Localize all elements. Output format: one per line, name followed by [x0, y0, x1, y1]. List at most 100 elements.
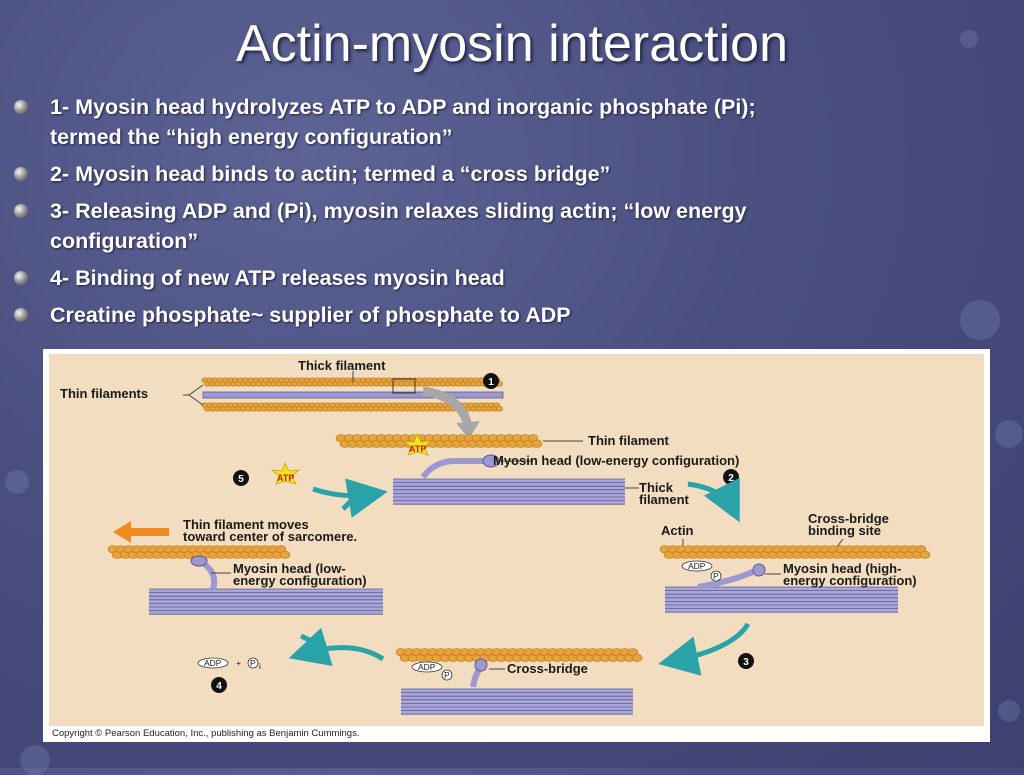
step-badge-3 [738, 653, 754, 669]
step-number-1: 1 [488, 377, 494, 388]
thick-filament-overview [202, 391, 504, 399]
adp-label: ADP [418, 662, 436, 672]
released-products: ADP + P i 4 [197, 657, 261, 693]
bullet-icon [14, 167, 28, 181]
cycle-diagram: Thick filament Thin filaments 1 Thin fil… [49, 354, 984, 726]
movement-arrow-shaft [129, 528, 169, 536]
bullet-text: 4- Binding of new ATP releases myosin he… [50, 266, 505, 290]
zoom-arrow-head [456, 421, 480, 439]
label-head-low-b-2: energy configuration) [233, 573, 367, 588]
adp-oval [411, 661, 443, 673]
step-number-5: 5 [238, 474, 244, 485]
state-low-energy-top: Thin filament ATP Myosin head (low-energ… [335, 433, 739, 507]
label-binding-site: binding site [808, 523, 881, 538]
bullet-item: 4- Binding of new ATP releases myosin he… [14, 263, 914, 293]
bullet-text: 3- Releasing ADP and (Pi), myosin relaxe… [50, 199, 747, 223]
thick-filament-body [665, 587, 898, 613]
bullet-item: 2- Myosin head binds to actin; termed a … [14, 159, 914, 189]
atp-burst-icon [270, 462, 301, 485]
state-high-energy: Actin Cross-bridge binding site ADP P My… [659, 511, 931, 613]
atp-burst-icon [402, 433, 433, 456]
label-cross-bridge: Cross-bridge [507, 661, 588, 676]
background-bubble [998, 700, 1020, 722]
label-head-high-2: energy configuration) [783, 573, 917, 588]
step-number-4: 4 [216, 681, 222, 692]
cycle-arrow-5 [312, 478, 388, 518]
thick-filament-lines [149, 588, 383, 615]
actin-beads-row [395, 648, 643, 662]
plus-sign: + [236, 658, 241, 668]
actin-bead [631, 653, 643, 662]
atp-label: ATP [409, 444, 426, 454]
cycle-arrow-2 [687, 477, 740, 523]
label-thin-filament: Thin filament [588, 433, 670, 448]
step1-overview: Thick filament Thin filaments 1 [60, 358, 504, 439]
pi-circle [247, 657, 259, 669]
cross-bridge-cycle-figure: Thick filament Thin filaments 1 Thin fil… [43, 349, 990, 742]
thick-filament-lines [665, 586, 898, 613]
bullet-text: 1- Myosin head hydrolyzes ATP to ADP and… [50, 95, 756, 119]
step-number-2: 2 [728, 473, 734, 484]
bullet-icon [14, 271, 28, 285]
slide-title: Actin-myosin interaction [236, 15, 788, 73]
adp-label: ADP [204, 658, 222, 668]
background-bubble [960, 30, 978, 48]
pi-label: P [713, 571, 719, 581]
cycle-arrow-5-branch [341, 487, 365, 511]
step-badge-5 [233, 470, 249, 486]
actin-beads-row [107, 545, 291, 559]
myosin-head [474, 658, 488, 672]
step-badge-1 [483, 373, 499, 389]
actin-bead [531, 439, 543, 448]
background-bubble [20, 745, 50, 775]
label-actin: Actin [661, 523, 694, 538]
adp-label: ADP [688, 561, 706, 571]
bullet-text: configuration” [50, 229, 199, 253]
myosin-neck [201, 560, 218, 590]
background-bubble [960, 300, 1000, 340]
cycle-arrow-4-branch [299, 633, 320, 647]
adp-oval [197, 657, 229, 669]
label-thick-filament: Thick filament [298, 358, 386, 373]
label-head-low-b: Myosin head (low- [233, 561, 346, 576]
step-badge-4 [211, 677, 227, 693]
thick-filament-lines [401, 688, 633, 715]
bullet-item: 3- Releasing ADP and (Pi), myosin relaxe… [14, 196, 914, 256]
zoom-box [392, 378, 416, 394]
label-filament: filament [639, 492, 690, 507]
label-head-high: Myosin head (high- [783, 561, 901, 576]
myosin-neck [697, 568, 757, 590]
pi-circle [441, 669, 453, 681]
bullet-text: termed the “high energy configuration” [50, 125, 453, 149]
myosin-head [190, 555, 208, 567]
actin-beads-row [201, 377, 503, 412]
pi-subscript: i [259, 661, 261, 671]
thick-filament-lines [393, 478, 625, 505]
bullet-icon [14, 308, 28, 322]
bullet-item: Creatine phosphate~ supplier of phosphat… [14, 300, 914, 330]
actin-bead [495, 406, 503, 412]
atp-label: ATP [277, 473, 294, 483]
step-number-3: 3 [743, 657, 749, 668]
label-moves: Thin filament moves [183, 517, 309, 532]
state-cross-bridge: ADP P Cross-bridge 3 [395, 648, 754, 715]
actin-bead [279, 550, 291, 559]
bullet-text: 2- Myosin head binds to actin; termed a … [50, 162, 611, 186]
thick-filament-body [393, 479, 625, 505]
bullet-icon [14, 100, 28, 114]
thick-filament-body [149, 589, 383, 615]
myosin-neck [420, 458, 488, 479]
actin-beads-row [659, 545, 931, 559]
bullet-item: 1- Myosin head hydrolyzes ATP to ADP and… [14, 92, 914, 152]
copyright-text: Copyright © Pearson Education, Inc., pub… [52, 728, 360, 739]
movement-arrow-icon [113, 521, 131, 543]
thick-filament-body [401, 689, 633, 715]
zoom-arrow [422, 386, 473, 429]
bullet-icon [14, 204, 28, 218]
actin-bead [919, 550, 931, 559]
actin-beads-row [335, 434, 543, 448]
pi-label: P [250, 658, 256, 668]
bullet-list: 1- Myosin head hydrolyzes ATP to ADP and… [14, 92, 914, 337]
background-bubble [5, 470, 29, 494]
adp-oval [681, 560, 713, 572]
